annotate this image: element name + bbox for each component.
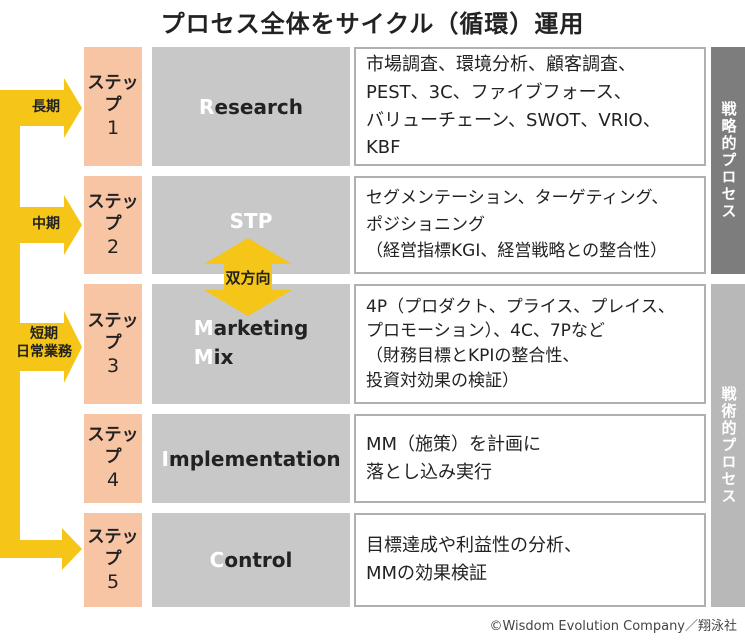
page-title: プロセス全体をサイクル（循環）運用	[160, 10, 585, 38]
description-line: ポジショニング	[366, 214, 485, 235]
timeline-label-mid: 中期	[32, 216, 60, 232]
strategic-process-bar: 戦略的プロセス	[711, 47, 745, 274]
step-number: 1	[106, 117, 120, 140]
tactical-process-bar: 戦術的プロセス	[711, 284, 745, 607]
description-line: 目標達成や利益性の分析、	[366, 535, 582, 557]
arrow-to-step3	[64, 311, 82, 383]
bidirectional-label: 双方向	[225, 269, 271, 287]
step-box-5: ステップ 5	[84, 513, 142, 607]
step-label: ステップ	[87, 191, 139, 234]
step-label: ステップ	[87, 73, 139, 116]
description-box-1: 市場調査、環境分析、顧客調査、 PEST、3C、ファイブフォース、 バリューチェ…	[354, 47, 706, 166]
description-line: PEST、3C、ファイブフォース、	[366, 81, 632, 103]
step-number: 5	[106, 570, 120, 593]
description-line: セグメンテーション、ターゲティング、	[366, 188, 669, 209]
description-line: バリューチェーン、SWOT、VRIO、	[366, 109, 661, 131]
copyright-notice: ©Wisdom Evolution Company／翔泳社	[489, 619, 737, 634]
description-line: 投資対効果の検証）	[366, 370, 519, 391]
arrow-to-step5	[62, 528, 82, 570]
cycle-flow-arrows	[0, 78, 82, 570]
strategic-process-label: 戦略的プロセス	[719, 101, 738, 220]
description-line: （経営指標KGI、経営戦略との整合性）	[366, 241, 668, 262]
step-number: 3	[106, 354, 120, 377]
phase-initial: R	[199, 94, 215, 119]
phase-initial: I	[161, 446, 169, 471]
arrow-short-body	[20, 323, 64, 371]
description-line: 落とし込み実行	[366, 461, 492, 483]
phase-initial: C	[209, 548, 225, 572]
description-box-2: セグメンテーション、ターゲティング、 ポジショニング （経営指標KGI、経営戦略…	[354, 176, 706, 274]
arrow-to-step1	[64, 78, 82, 138]
description-line: 市場調査、環境分析、顧客調査、	[366, 53, 636, 75]
step-box-3: ステップ 3	[84, 284, 142, 404]
bidirectional-arrow	[204, 238, 292, 316]
phase-rest: mplementation	[168, 446, 341, 471]
tactical-process-label: 戦術的プロセス	[719, 386, 738, 505]
phase-rest: ontrol	[224, 548, 293, 572]
cycle-vertical-bar	[0, 90, 20, 558]
description-line: KBF	[366, 137, 401, 159]
step-label: ステップ	[87, 425, 139, 468]
timeline-label-long: 長期	[32, 99, 60, 115]
step-label: ステップ	[87, 310, 139, 353]
description-box-5: 目標達成や利益性の分析、 MMの効果検証	[354, 513, 706, 607]
description-line: MMの効果検証	[366, 563, 488, 584]
description-line: MM（施策）を計画に	[366, 433, 542, 455]
step-box-2: ステップ 2	[84, 176, 142, 274]
description-line: 4P（プロダクト、プライス、プレイス、	[366, 296, 675, 317]
description-box-4: MM（施策）を計画に 落とし込み実行	[354, 414, 706, 503]
step-number: 4	[106, 469, 120, 492]
step-label: ステップ	[87, 526, 139, 569]
arrow-long-body	[20, 90, 64, 126]
phase-rest: ix	[213, 345, 234, 369]
phase-implementation: Implementation	[152, 414, 350, 503]
phase-initial: M	[193, 345, 214, 369]
description-line: プロモーション）、4C、7Pなど	[366, 321, 605, 342]
timeline-label-short: 短期	[30, 326, 58, 342]
arrow-mid-body	[20, 207, 64, 243]
phase-rest: esearch	[214, 94, 303, 119]
step-number: 2	[106, 235, 120, 258]
arrow-to-step2	[64, 195, 82, 255]
timeline-label-daily: 日常業務	[16, 344, 72, 360]
step-box-1: ステップ 1	[84, 47, 142, 166]
phase-control: Control	[152, 513, 350, 607]
phase-research: Research	[152, 47, 350, 166]
description-box-3: 4P（プロダクト、プライス、プレイス、 プロモーション）、4C、7Pなど （財務…	[354, 284, 706, 404]
phase-initial: M	[193, 316, 214, 340]
phase-label: STP	[229, 209, 273, 233]
phase-rest: arketing	[213, 316, 309, 340]
cycle-bottom-connector	[0, 540, 62, 558]
step-box-4: ステップ 4	[84, 414, 142, 503]
description-line: （財務目標とKPIの整合性、	[366, 346, 580, 366]
